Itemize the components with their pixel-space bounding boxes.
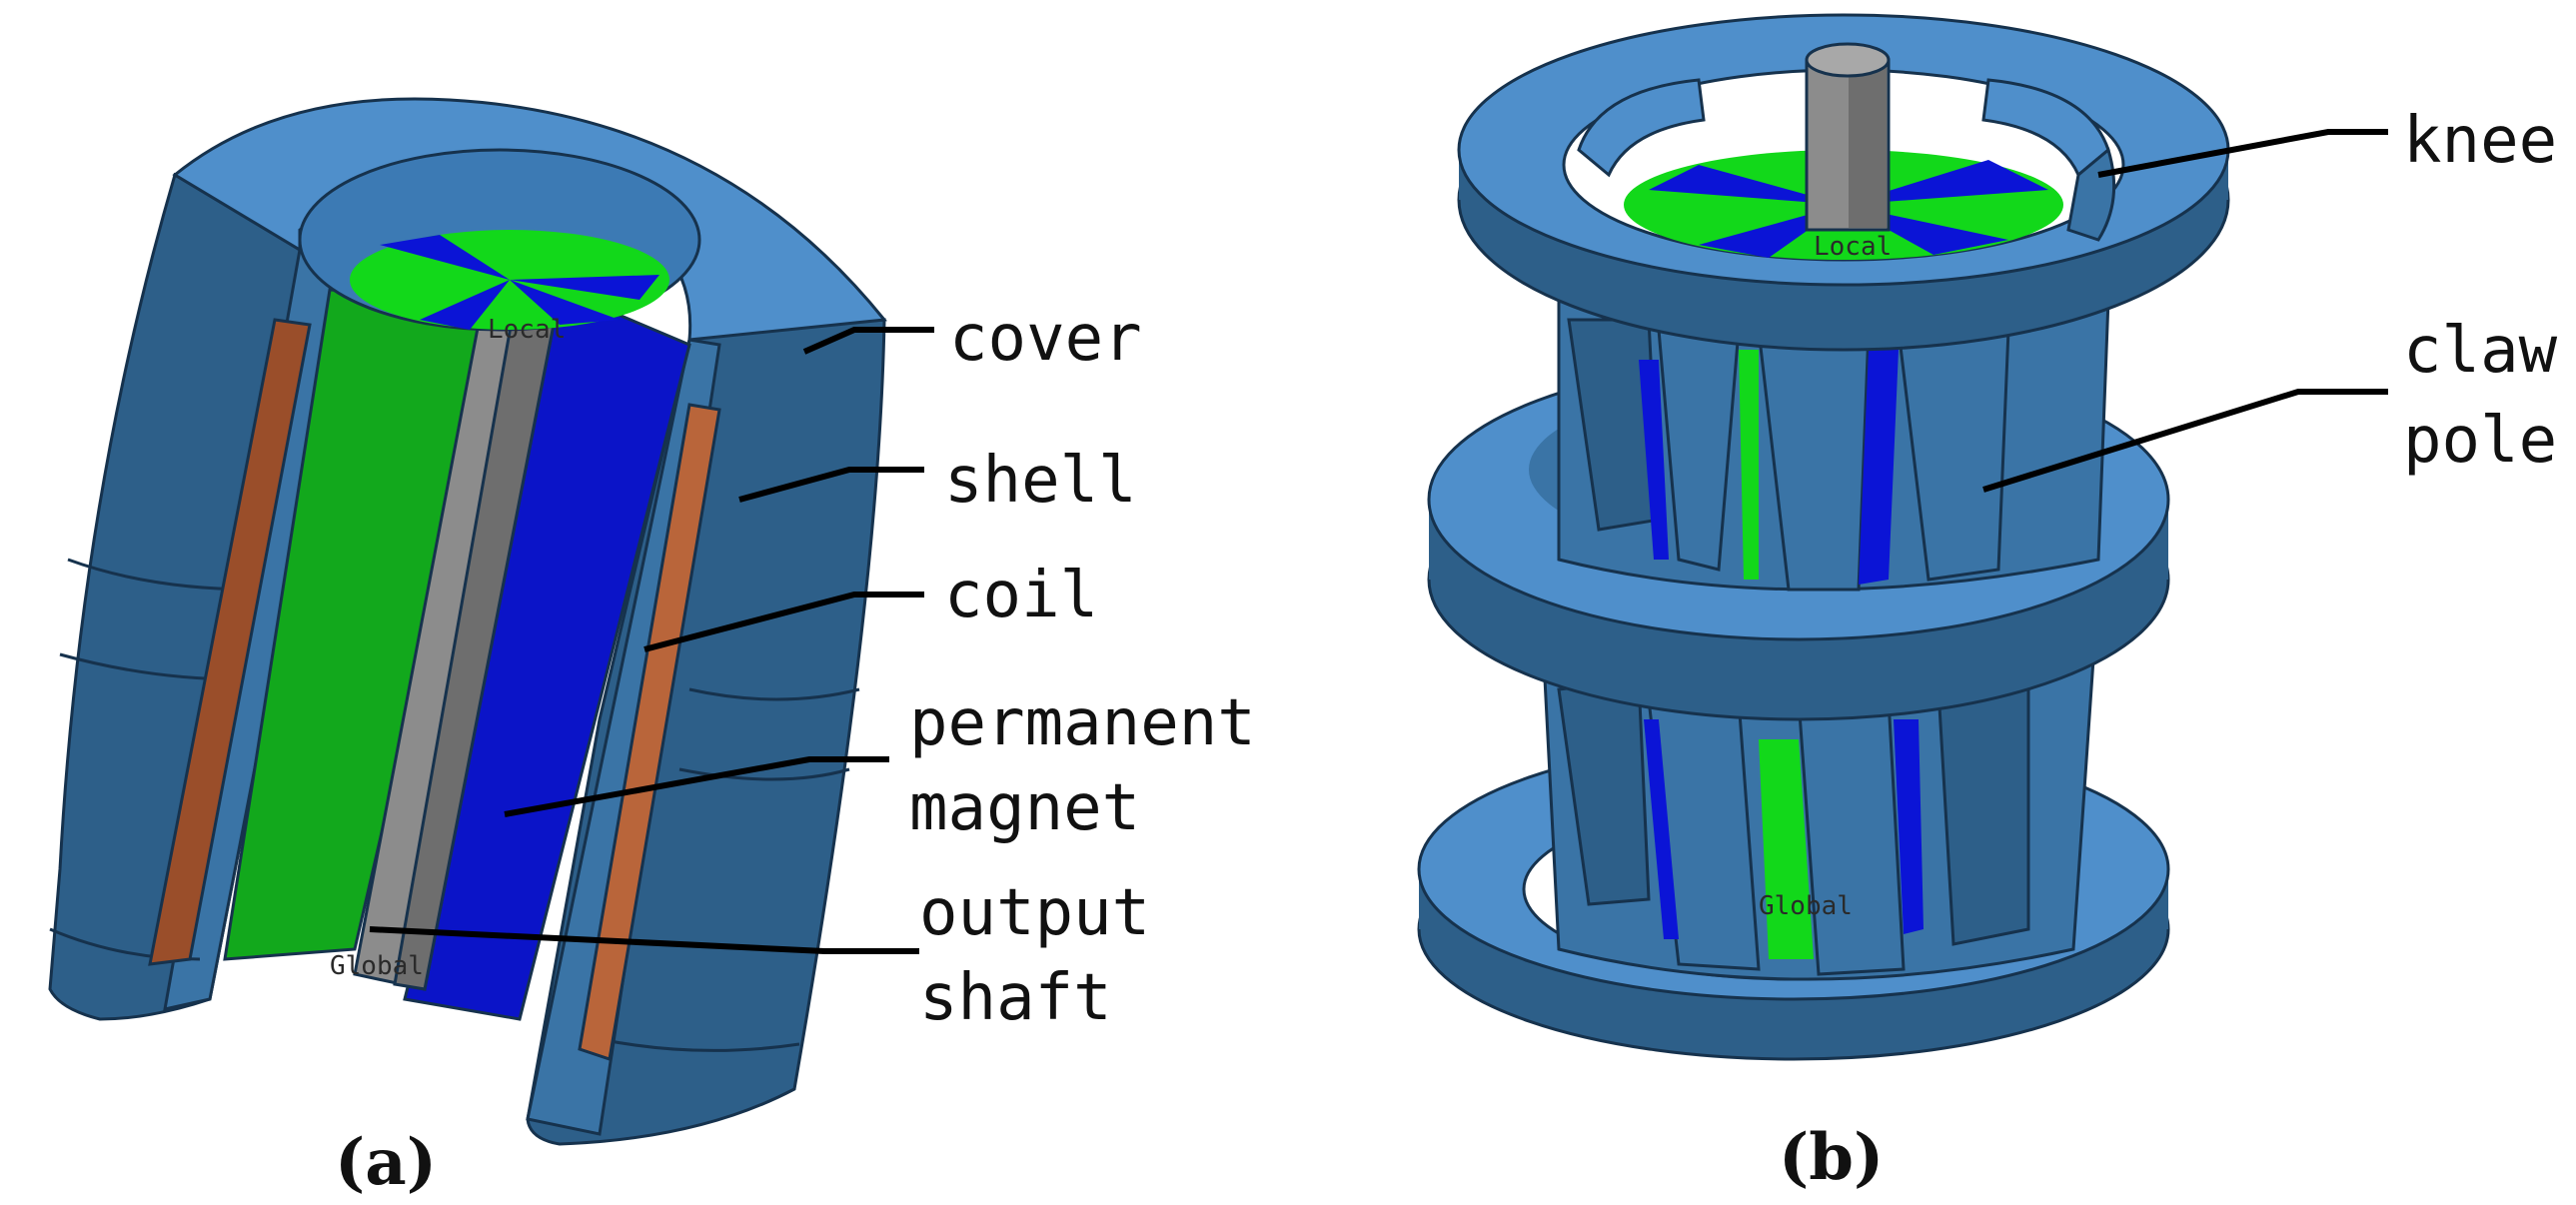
- shell-seam: [599, 1037, 800, 1052]
- knee-segment: [1577, 78, 1706, 178]
- lower-claw-pole: [1797, 697, 1906, 976]
- panel-b-illustration: Local Global: [1417, 13, 2230, 1061]
- rotor-top-blue-wedge: [510, 280, 620, 325]
- leader-knee: [2097, 129, 2388, 178]
- leader-output-shaft: [369, 926, 919, 954]
- label-permanent: permanent: [909, 686, 1256, 760]
- label-shaft: shaft: [919, 961, 1112, 1035]
- rotor-top-blue-wedge: [1844, 160, 2048, 205]
- leader-claw-pole: [1982, 389, 2388, 493]
- upper-magnet-green: [1739, 350, 1759, 580]
- label-cover: cover: [949, 302, 1142, 376]
- upper-magnet-blue: [1859, 350, 1899, 585]
- local-axis-tag: Local: [1814, 232, 1892, 262]
- leader-shell: [738, 467, 924, 503]
- rotor-top-blue-wedge: [380, 235, 510, 280]
- leader-coil: [644, 592, 924, 652]
- shell-seam: [688, 687, 860, 701]
- label-coil: coil: [944, 559, 1098, 632]
- coil-right-strip: [578, 403, 721, 1061]
- local-axis-tag: Local: [488, 315, 566, 345]
- upper-magnet-blue: [1639, 360, 1669, 560]
- lower-magnet-green: [1759, 739, 1814, 959]
- rotor-top-blue-wedge: [510, 275, 659, 300]
- label-pole: pole: [2403, 404, 2557, 478]
- label-knee: knee: [2403, 104, 2557, 178]
- lower-claw-pole: [1936, 687, 2030, 946]
- rotor-top-blue-wedge: [1649, 165, 1844, 205]
- lower-magnet-blue: [1644, 719, 1679, 939]
- panel-a-illustration: Local Global: [48, 97, 887, 1146]
- coil-left-strip: [148, 318, 312, 966]
- label-output: output: [919, 876, 1150, 950]
- leader-cover: [802, 327, 934, 355]
- caption-b: (b): [1779, 1120, 1884, 1195]
- leader-permanent-magnet: [504, 756, 889, 817]
- rotor-top-blue-wedge: [420, 280, 510, 330]
- caption-a: (a): [335, 1125, 437, 1200]
- shell-seam: [678, 767, 850, 781]
- lower-magnet-blue: [1894, 719, 1924, 934]
- global-axis-tag: Global: [330, 951, 424, 981]
- global-axis-tag: Global: [1759, 891, 1853, 921]
- label-shell: shell: [944, 444, 1137, 518]
- label-magnet: magnet: [909, 771, 1140, 845]
- output-shaft-b-top: [1805, 42, 1891, 78]
- output-shaft-b-face: [1849, 62, 1887, 228]
- label-claw: claw: [2403, 314, 2558, 388]
